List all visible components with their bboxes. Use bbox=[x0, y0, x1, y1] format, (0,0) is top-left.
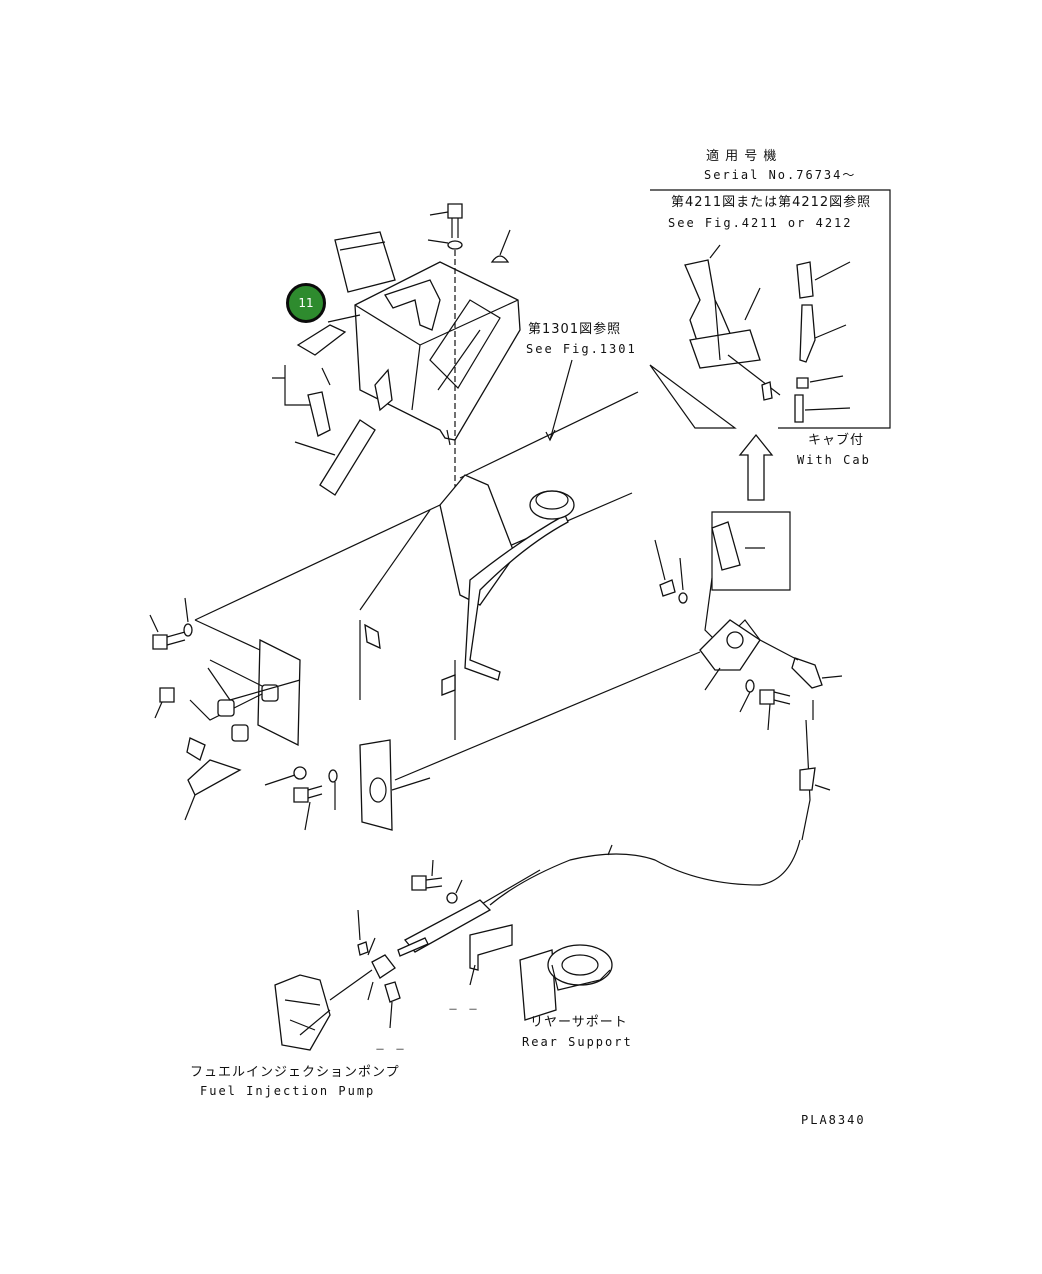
rear-support-assembly bbox=[405, 860, 612, 1020]
fuel-pump-assembly bbox=[275, 910, 428, 1050]
frame-lines bbox=[195, 392, 700, 780]
with-cab-label-jp: キャブ付 bbox=[808, 433, 865, 448]
ref-box-label-en: See Fig.4211 or 4212 bbox=[668, 216, 853, 230]
serial-label-jp: 適 用 号 機 bbox=[706, 149, 778, 164]
with-cab-label-en: With Cab bbox=[797, 453, 871, 467]
pedal-bracket bbox=[360, 475, 574, 695]
callout-11-number: 11 bbox=[298, 296, 314, 310]
left-lever-assembly bbox=[150, 598, 430, 830]
ref-box-label-jp: 第4211図または第4212図参照 bbox=[671, 195, 872, 210]
right-lever-cable bbox=[490, 512, 842, 905]
fig1301-label-jp: 第1301図参照 bbox=[528, 322, 622, 337]
fig1301-label-en: See Fig.1301 bbox=[526, 342, 637, 356]
with-cab-box bbox=[650, 190, 890, 428]
rear-support-label-jp: リヤーサポート bbox=[530, 1015, 628, 1030]
drawing-code: PLA8340 bbox=[801, 1113, 866, 1127]
dash-mark-1: － － bbox=[448, 1005, 481, 1016]
rubber-pads bbox=[272, 315, 375, 495]
dash-mark-2: － － bbox=[375, 1045, 408, 1056]
cab-arrow bbox=[740, 435, 772, 500]
rear-support-label-en: Rear Support bbox=[522, 1035, 633, 1049]
bolt-top bbox=[428, 204, 510, 520]
fuel-pump-label-en: Fuel Injection Pump bbox=[200, 1084, 376, 1098]
serial-label-en: Serial No.76734～ bbox=[704, 168, 857, 182]
fuel-pump-label-jp: フュエルインジェクションポンプ bbox=[190, 1065, 400, 1080]
console-cover bbox=[335, 232, 520, 445]
callout-11[interactable]: 11 bbox=[286, 283, 326, 323]
fig1301-arrowhead bbox=[546, 430, 555, 440]
fig1301-leader bbox=[550, 360, 572, 440]
